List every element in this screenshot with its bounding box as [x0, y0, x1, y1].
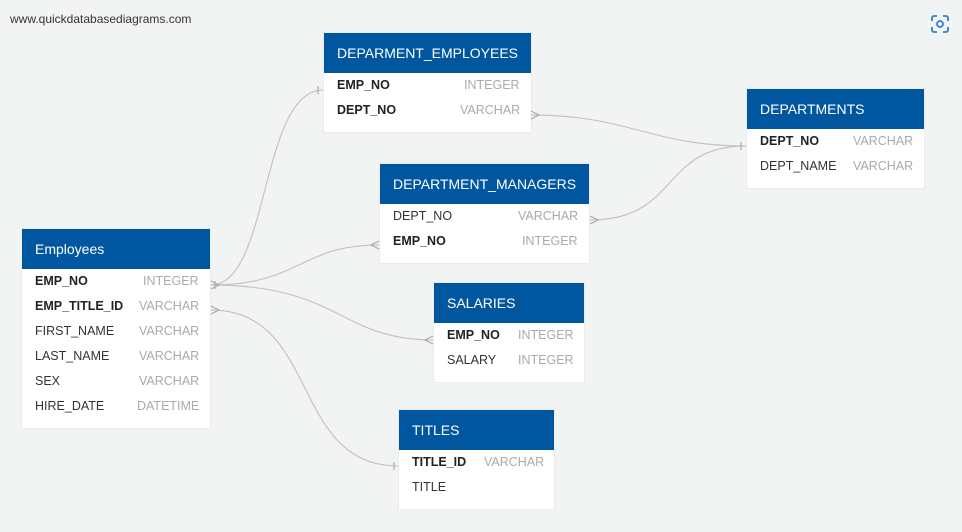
- table-row[interactable]: FIRST_NAME VARCHAR: [22, 319, 210, 344]
- table-row[interactable]: EMP_NO INTEGER: [22, 269, 210, 294]
- table-row[interactable]: EMP_TITLE_ID VARCHAR: [22, 294, 210, 319]
- table-title[interactable]: TITLES: [399, 410, 554, 450]
- table-row[interactable]: DEPT_NAME VARCHAR: [747, 154, 924, 179]
- table-title[interactable]: DEPARTMENT_MANAGERS: [380, 164, 589, 204]
- column-type: VARCHAR: [139, 324, 200, 338]
- table-departments[interactable]: DEPARTMENTS DEPT_NO VARCHAR DEPT_NAME VA…: [747, 89, 924, 188]
- table-row[interactable]: EMP_NO INTEGER: [324, 73, 531, 98]
- link-dept-manager-departments: [589, 145, 747, 221]
- table-row[interactable]: DEPT_NO VARCHAR: [747, 129, 924, 154]
- column-name: EMP_TITLE_ID: [35, 299, 124, 313]
- column-name: EMP_NO: [337, 78, 390, 92]
- column-name: TITLE_ID: [412, 455, 467, 469]
- column-type: DATETIME: [137, 399, 200, 413]
- link-emp-dept-emp: [210, 89, 324, 286]
- column-type: VARCHAR: [853, 134, 914, 148]
- column-type: INTEGER: [464, 78, 520, 92]
- column-name: SEX: [35, 374, 61, 388]
- table-titles[interactable]: TITLES TITLE_ID VARCHAR TITLE: [399, 410, 554, 509]
- column-name: DEPT_NO: [337, 103, 397, 117]
- table-row[interactable]: HIRE_DATE DATETIME: [22, 394, 210, 419]
- table-title[interactable]: SALARIES: [434, 283, 584, 323]
- link-emp-dept-manager: [210, 244, 380, 286]
- focus-scan-icon: [931, 15, 949, 33]
- column-name: DEPT_NO: [760, 134, 820, 148]
- site-credit[interactable]: www.quickdatabasediagrams.com: [10, 12, 192, 26]
- focus-view-button[interactable]: [929, 13, 951, 35]
- column-name: TITLE: [412, 480, 447, 494]
- column-type: VARCHAR: [139, 299, 200, 313]
- table-salaries[interactable]: SALARIES EMP_NO INTEGER SALARY INTEGER: [434, 283, 584, 382]
- table-dept-employees[interactable]: DEPARMENT_EMPLOYEES EMP_NO INTEGER DEPT_…: [324, 33, 531, 132]
- table-title[interactable]: DEPARTMENTS: [747, 89, 924, 129]
- table-row[interactable]: SALARY INTEGER: [434, 348, 584, 373]
- table-title[interactable]: Employees: [22, 229, 210, 269]
- column-type: VARCHAR: [484, 455, 545, 469]
- column-type: VARCHAR: [139, 349, 200, 363]
- column-name: LAST_NAME: [35, 349, 110, 363]
- column-name: FIRST_NAME: [35, 324, 115, 338]
- column-name: DEPT_NO: [393, 209, 453, 223]
- table-employees[interactable]: Employees EMP_NO INTEGER EMP_TITLE_ID VA…: [22, 229, 210, 428]
- table-row[interactable]: SEX VARCHAR: [22, 369, 210, 394]
- column-type: INTEGER: [522, 234, 578, 248]
- column-name: SALARY: [447, 353, 497, 367]
- link-emp-salaries: [210, 284, 434, 341]
- table-row[interactable]: EMP_NO INTEGER: [380, 229, 589, 254]
- table-title[interactable]: DEPARMENT_EMPLOYEES: [324, 33, 531, 73]
- table-row[interactable]: DEPT_NO VARCHAR: [380, 204, 589, 229]
- table-row[interactable]: TITLE_ID VARCHAR: [399, 450, 554, 475]
- column-name: DEPT_NAME: [760, 159, 837, 173]
- column-name: EMP_NO: [35, 274, 88, 288]
- column-type: VARCHAR: [460, 103, 521, 117]
- column-name: HIRE_DATE: [35, 399, 105, 413]
- column-type: VARCHAR: [853, 159, 914, 173]
- column-type: VARCHAR: [518, 209, 579, 223]
- column-type: INTEGER: [518, 353, 574, 367]
- table-dept-managers[interactable]: DEPARTMENT_MANAGERS DEPT_NO VARCHAR EMP_…: [380, 164, 589, 263]
- column-name: EMP_NO: [447, 328, 500, 342]
- table-row[interactable]: EMP_NO INTEGER: [434, 323, 584, 348]
- column-type: VARCHAR: [139, 374, 200, 388]
- table-row[interactable]: LAST_NAME VARCHAR: [22, 344, 210, 369]
- column-type: INTEGER: [143, 274, 199, 288]
- table-row[interactable]: TITLE: [399, 475, 554, 500]
- column-name: EMP_NO: [393, 234, 446, 248]
- column-type: INTEGER: [518, 328, 574, 342]
- link-emp-titles: [210, 309, 399, 467]
- table-row[interactable]: DEPT_NO VARCHAR: [324, 98, 531, 123]
- link-dept-emp-departments: [530, 114, 747, 147]
